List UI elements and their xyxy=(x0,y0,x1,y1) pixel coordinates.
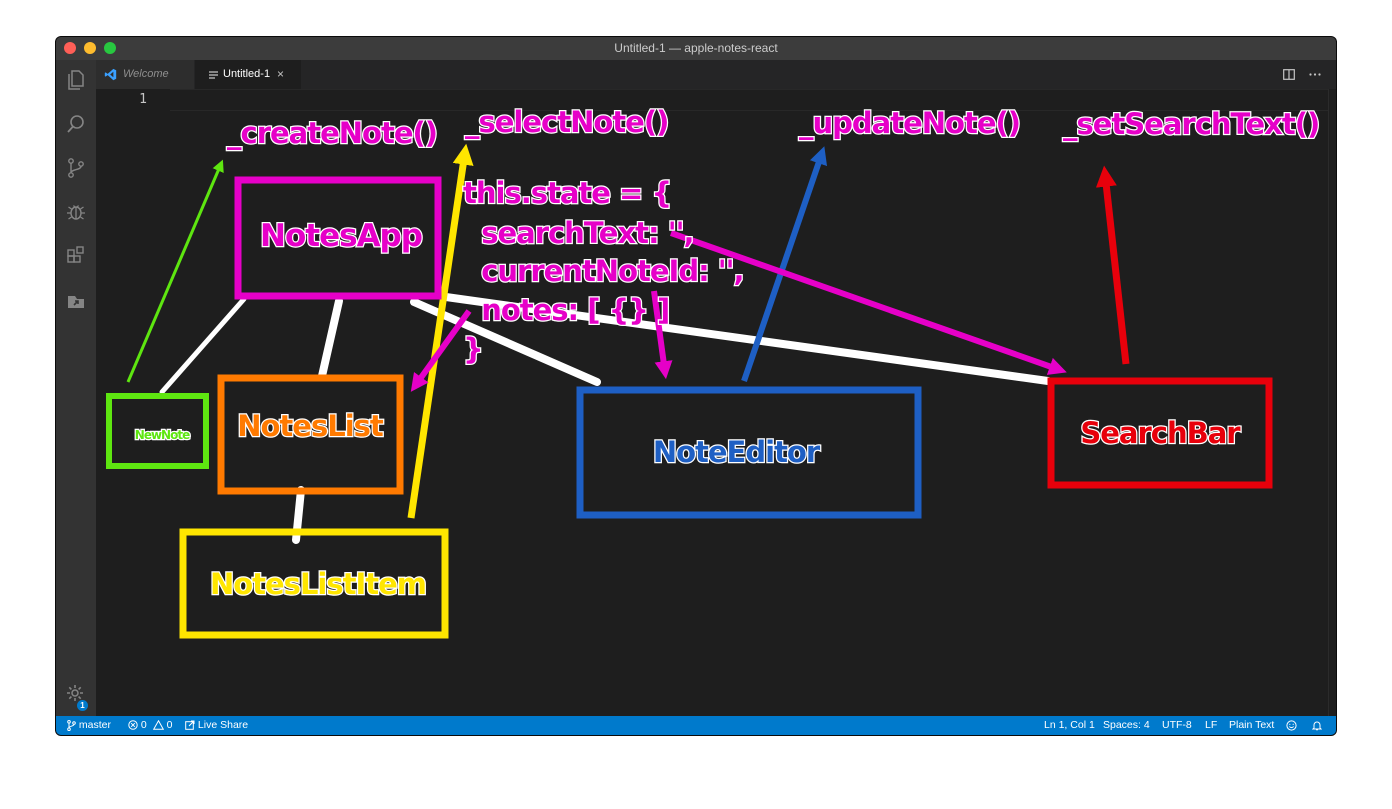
set-search-text-method-label: _setSearchText() xyxy=(1063,107,1319,141)
notes-app-label: NotesApp xyxy=(260,218,422,254)
select-note-method-label: _selectNote() xyxy=(465,105,668,139)
branch-name: master xyxy=(78,719,112,731)
indentation-setting[interactable]: Spaces: 4 xyxy=(1103,719,1150,731)
language-mode[interactable]: Plain Text xyxy=(1229,719,1275,731)
state-code-line: currentNoteId: '', xyxy=(463,254,744,288)
settings-gear-icon[interactable] xyxy=(64,682,88,706)
set-search-text-arrow xyxy=(1095,165,1130,365)
minimize-window-button[interactable] xyxy=(84,42,96,54)
editor-area[interactable]: 1 xyxy=(96,89,1336,716)
live-share-status[interactable]: Live Share xyxy=(185,716,248,735)
git-branch-icon xyxy=(67,719,76,731)
feedback-smiley-icon[interactable] xyxy=(1286,720,1297,731)
notes-app-box xyxy=(234,176,442,300)
note-editor-box xyxy=(576,386,922,519)
update-note-method-label: _updateNote() xyxy=(799,106,1020,140)
tab-untitled-1-label: Untitled-1 xyxy=(223,68,271,80)
current-line-highlight xyxy=(170,89,1328,111)
close-icon[interactable]: × xyxy=(277,67,285,81)
tab-welcome[interactable]: Welcome xyxy=(96,60,195,89)
live-share-icon[interactable] xyxy=(64,288,88,312)
notes-list-label: NotesList xyxy=(237,409,384,443)
live-share-status-icon xyxy=(185,720,195,731)
split-editor-icon[interactable] xyxy=(1283,69,1295,80)
select-note-arrow xyxy=(407,143,474,519)
window-title: Untitled-1 — apple-notes-react xyxy=(614,41,778,55)
text-file-icon xyxy=(209,71,218,79)
more-actions-icon[interactable] xyxy=(1309,73,1321,76)
search-bar-label: SearchBar xyxy=(1080,416,1241,450)
notes-list-item-label: NotesListItem xyxy=(210,567,426,601)
file-encoding[interactable]: UTF-8 xyxy=(1162,719,1192,731)
vscode-window: Untitled-1 — apple-notes-react xyxy=(56,37,1336,735)
close-window-button[interactable] xyxy=(64,42,76,54)
state-code-block: this.state = { searchText: '', currentNo… xyxy=(462,175,746,368)
tab-untitled-1[interactable]: Untitled-1 × xyxy=(195,60,301,89)
notifications-bell-icon[interactable] xyxy=(1312,720,1322,731)
files-icon[interactable] xyxy=(64,68,88,92)
notes-prop-arrow xyxy=(410,309,472,392)
new-note-label: NewNote xyxy=(135,428,190,442)
source-control-icon[interactable] xyxy=(64,156,88,180)
state-code-line: this.state = { xyxy=(463,176,671,210)
status-bar: master 0 0 Live Share Ln 1, Col 1 Spaces… xyxy=(56,716,1336,735)
notes-list-item-box xyxy=(179,528,449,639)
vscode-logo-icon xyxy=(104,68,117,81)
note-editor-label: NoteEditor xyxy=(653,435,821,469)
cursor-position[interactable]: Ln 1, Col 1 xyxy=(1044,719,1095,731)
state-code-line: notes: [ {} ] xyxy=(463,293,669,327)
end-of-line[interactable]: LF xyxy=(1205,719,1218,731)
new-note-box xyxy=(106,393,209,469)
create-note-arrow xyxy=(126,159,224,383)
live-share-label: Live Share xyxy=(197,719,249,731)
search-icon[interactable] xyxy=(64,112,88,136)
line-number: 1 xyxy=(139,92,147,107)
activity-bar: 1 xyxy=(56,60,96,716)
tab-welcome-label: Welcome xyxy=(123,68,169,80)
editor-tab-bar: Welcome Untitled-1 × xyxy=(96,60,1336,89)
notes-list-box xyxy=(217,374,404,495)
settings-update-badge: 1 xyxy=(77,700,88,711)
warning-count: 0 xyxy=(166,719,173,731)
warning-icon xyxy=(152,720,164,731)
extensions-icon[interactable] xyxy=(64,244,88,268)
search-text-prop-arrow xyxy=(670,230,1067,375)
create-note-method-label: _createNote() xyxy=(227,116,437,150)
zoom-window-button[interactable] xyxy=(104,42,116,54)
error-icon xyxy=(128,720,138,730)
vertical-scrollbar[interactable] xyxy=(1328,89,1336,716)
error-count: 0 xyxy=(140,719,147,731)
current-note-id-prop-arrow xyxy=(651,290,673,380)
problems-indicator[interactable]: 0 0 xyxy=(128,716,172,735)
state-code-line: searchText: '', xyxy=(463,216,693,250)
search-bar-box xyxy=(1047,377,1273,489)
debug-icon[interactable] xyxy=(64,200,88,224)
update-note-arrow xyxy=(741,146,828,382)
hierarchy-connectors xyxy=(159,293,1052,544)
state-code-line: } xyxy=(463,332,483,366)
branch-indicator[interactable]: master xyxy=(67,716,111,735)
title-bar: Untitled-1 — apple-notes-react xyxy=(56,37,1336,60)
